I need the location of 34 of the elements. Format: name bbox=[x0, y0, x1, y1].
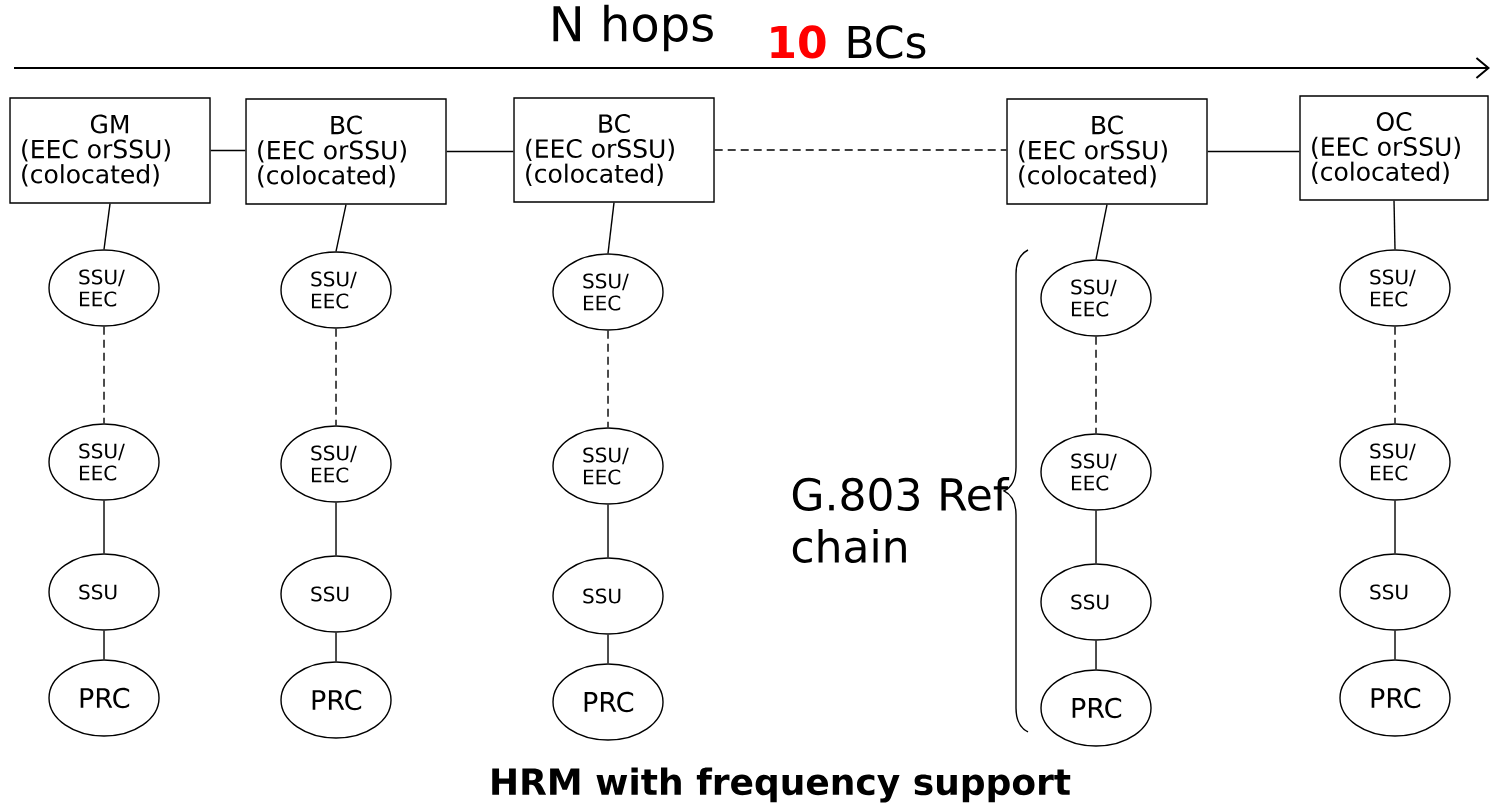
connector-line bbox=[607, 330, 609, 428]
chain-label: G.803 Ref chain bbox=[792, 476, 1010, 564]
connector-line bbox=[1394, 630, 1396, 660]
process-box: BC (EEC orSSU) (colocated) bbox=[245, 98, 447, 205]
connector-line bbox=[607, 634, 609, 664]
connector-line bbox=[103, 630, 105, 660]
connector-line bbox=[335, 204, 347, 252]
connector-line bbox=[714, 149, 1007, 151]
connector-line bbox=[1394, 326, 1396, 424]
connector-line bbox=[335, 328, 337, 426]
connector-line bbox=[1095, 640, 1097, 670]
connector-line bbox=[103, 500, 105, 554]
connector-line bbox=[335, 502, 337, 556]
connector-line bbox=[1095, 510, 1097, 564]
connector-line bbox=[1393, 200, 1396, 250]
connector-line bbox=[335, 632, 337, 662]
axis-label: BCs bbox=[848, 25, 926, 59]
count-label: 10 bbox=[771, 25, 826, 59]
connector-line bbox=[103, 203, 111, 250]
process-box: BC (EEC orSSU) (colocated) bbox=[1006, 98, 1208, 205]
process-box: GM (EEC orSSU) (colocated) bbox=[9, 97, 211, 204]
connector-line bbox=[1207, 150, 1300, 153]
connector-line bbox=[103, 326, 105, 424]
connector-line bbox=[446, 150, 514, 153]
connector-line bbox=[1095, 204, 1108, 260]
process-box: BC (EEC orSSU) (colocated) bbox=[513, 97, 715, 203]
connector-line bbox=[1095, 336, 1097, 434]
connector-line bbox=[607, 202, 615, 254]
connector-line bbox=[210, 149, 246, 152]
diagram-title: HRM with frequency support bbox=[492, 767, 1071, 803]
connector-line bbox=[1394, 500, 1396, 554]
process-box: OC (EEC orSSU) (colocated) bbox=[1299, 95, 1489, 201]
axis-label: N hops bbox=[553, 4, 713, 52]
connector-line bbox=[607, 504, 609, 558]
